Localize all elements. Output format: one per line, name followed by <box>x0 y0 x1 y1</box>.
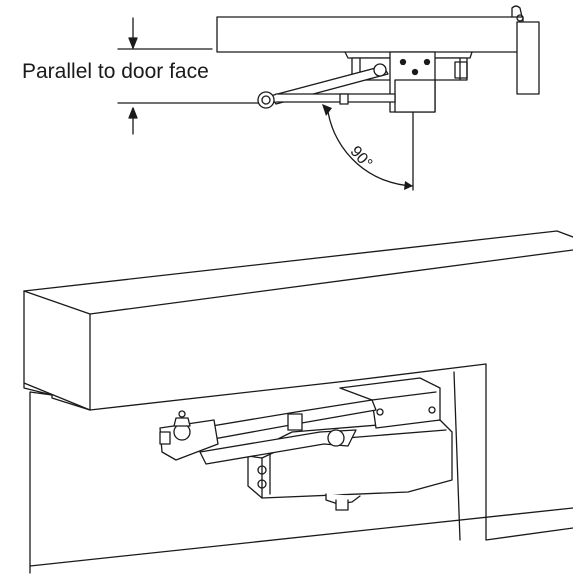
dimension-marks <box>117 17 263 135</box>
angle-label: 90° <box>346 143 375 172</box>
arm-linkage-top <box>257 63 396 109</box>
angle-indicator <box>322 104 414 191</box>
door-frame <box>23 363 573 574</box>
door-panel <box>216 5 540 95</box>
arm-assembly <box>159 399 377 465</box>
parallel-label: Parallel to door face <box>22 60 209 83</box>
closer-top-body <box>344 51 473 113</box>
door-header <box>23 230 573 411</box>
perspective-view <box>23 230 573 574</box>
top-view <box>117 5 540 191</box>
mounting-bracket <box>339 377 441 429</box>
